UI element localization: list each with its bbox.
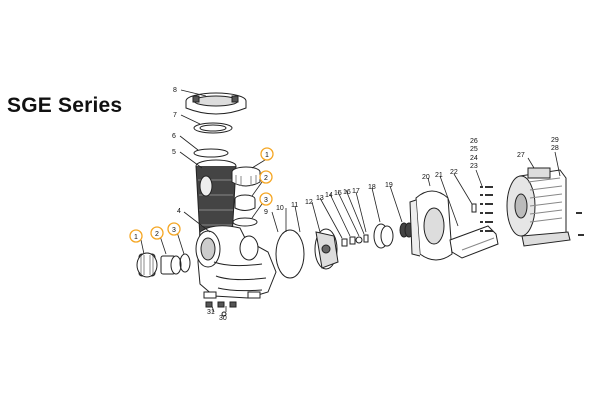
callout-circle-1-left: 1 [129, 229, 143, 243]
callout-circle-1-top: 1 [260, 147, 274, 161]
leader-lines [140, 89, 561, 313]
lid-seal [193, 148, 229, 158]
svg-text:3: 3 [264, 197, 268, 204]
body-gasket [275, 229, 305, 279]
callout-circle-3-left: 3 [167, 222, 181, 236]
svg-text:2: 2 [264, 175, 268, 182]
motor-foot [449, 225, 499, 259]
impeller-parts [341, 234, 369, 247]
callout-circle-2-top: 2 [259, 170, 273, 184]
callout-20: 20 [422, 174, 430, 181]
svg-text:3: 3 [172, 227, 176, 234]
motor [506, 167, 571, 247]
callout-circle-2-left: 2 [150, 226, 164, 240]
callout-12: 12 [305, 199, 313, 206]
callout-9: 9 [264, 209, 268, 216]
callout-22: 22 [450, 169, 458, 176]
callout-14: 14 [325, 192, 333, 199]
callout-24: 24 [470, 155, 478, 162]
callout-21: 21 [435, 172, 443, 179]
callout-28: 28 [551, 145, 559, 152]
drain-plugs [205, 301, 237, 317]
union-tail-top [234, 194, 256, 211]
callout-27: 27 [517, 152, 525, 159]
callout-7: 7 [173, 112, 177, 119]
diffuser-plate [314, 228, 339, 270]
callout-30: 30 [219, 315, 227, 322]
callout-16: 16 [343, 189, 351, 196]
callout-6: 6 [172, 133, 176, 140]
callout-4: 4 [177, 208, 181, 215]
pump-body [195, 225, 277, 299]
union-nut-top [231, 166, 261, 187]
svg-text:1: 1 [134, 234, 138, 241]
svg-text:1: 1 [265, 152, 269, 159]
callout-8: 8 [173, 87, 177, 94]
callout-23: 23 [470, 163, 478, 170]
lid-o-ring [193, 122, 233, 134]
union-nut-left [136, 252, 158, 278]
callout-13: 13 [316, 195, 324, 202]
callout-5: 5 [172, 149, 176, 156]
motor-bracket [409, 190, 453, 261]
svg-text:2: 2 [155, 231, 159, 238]
union-o-ring-left [179, 253, 191, 273]
callout-labels: 8 7 6 5 4 9 10 11 12 13 14 15 16 17 18 1… [172, 87, 559, 322]
callout-15: 15 [334, 190, 342, 197]
small-parts [471, 203, 477, 213]
callout-circle-3-top: 3 [259, 192, 273, 206]
pump-lid [185, 92, 247, 115]
callout-17: 17 [352, 188, 360, 195]
union-tail-left [160, 255, 182, 275]
callout-19: 19 [385, 182, 393, 189]
callout-25: 25 [470, 146, 478, 153]
union-o-ring-top [232, 217, 258, 227]
callout-31: 31 [207, 309, 215, 316]
callout-26: 26 [470, 138, 478, 145]
callout-29: 29 [551, 137, 559, 144]
callout-18: 18 [368, 184, 376, 191]
callout-10: 10 [276, 205, 284, 212]
impeller [373, 223, 394, 249]
callout-11: 11 [291, 202, 298, 209]
series-title: SGE Series [7, 94, 123, 117]
highlighted-callouts: 1 2 3 1 2 3 [129, 147, 274, 243]
